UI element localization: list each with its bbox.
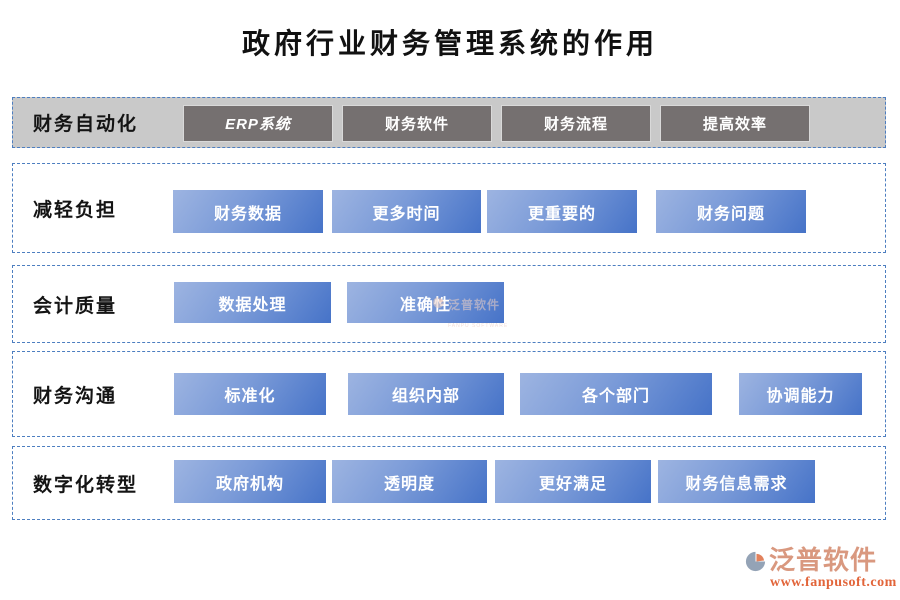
keyword-box: 政府机构 xyxy=(174,460,326,503)
fanpu-logo-icon xyxy=(744,550,767,573)
section-finance-communication: 财务沟通 标准化 组织内部 各个部门 协调能力 xyxy=(12,351,886,437)
row-label: 财务自动化 xyxy=(33,114,139,135)
brand-logo: 泛普软件 www.fanpusoft.com xyxy=(744,546,897,591)
keyword-box: 数据处理 xyxy=(174,282,331,323)
section-reduce-burden: 减轻负担 财务数据 更多时间 更重要的 财务问题 xyxy=(12,163,886,253)
keyword-box: 财务信息需求 xyxy=(658,460,815,503)
keyword-box: 组织内部 xyxy=(348,373,504,415)
keyword-box: 更好满足 xyxy=(495,460,651,503)
keyword-box: 各个部门 xyxy=(520,373,712,415)
row-label: 数字化转型 xyxy=(33,474,139,496)
keyword-box: 财务问题 xyxy=(656,190,806,233)
keyword-box: 财务软件 xyxy=(342,105,492,142)
section-digital-transformation: 数字化转型 政府机构 透明度 更好满足 财务信息需求 xyxy=(12,446,886,520)
row-label: 会计质量 xyxy=(33,295,118,317)
row-label: 财务沟通 xyxy=(33,385,118,407)
keyword-box: 协调能力 xyxy=(739,373,862,415)
keyword-box: 财务流程 xyxy=(501,105,651,142)
keyword-box: 透明度 xyxy=(332,460,487,503)
keyword-box: 财务数据 xyxy=(173,190,323,233)
keyword-box: 标准化 xyxy=(174,373,326,415)
row-label: 减轻负担 xyxy=(33,199,118,221)
brand-url: www.fanpusoft.com xyxy=(770,575,897,590)
brand-name: 泛普软件 xyxy=(769,546,878,575)
section-accounting-quality: 会计质量 数据处理 准确性 xyxy=(12,265,886,343)
keyword-box: 更多时间 xyxy=(332,190,481,233)
section-finance-automation: 财务自动化 ERP系统 财务软件 财务流程 提高效率 xyxy=(12,97,886,148)
keyword-box: 更重要的 xyxy=(487,190,637,233)
page-title: 政府行业财务管理系统的作用 xyxy=(241,29,658,60)
keyword-box: ERP系统 xyxy=(183,105,333,142)
keyword-box: 准确性 xyxy=(347,282,504,323)
keyword-box: 提高效率 xyxy=(660,105,810,142)
